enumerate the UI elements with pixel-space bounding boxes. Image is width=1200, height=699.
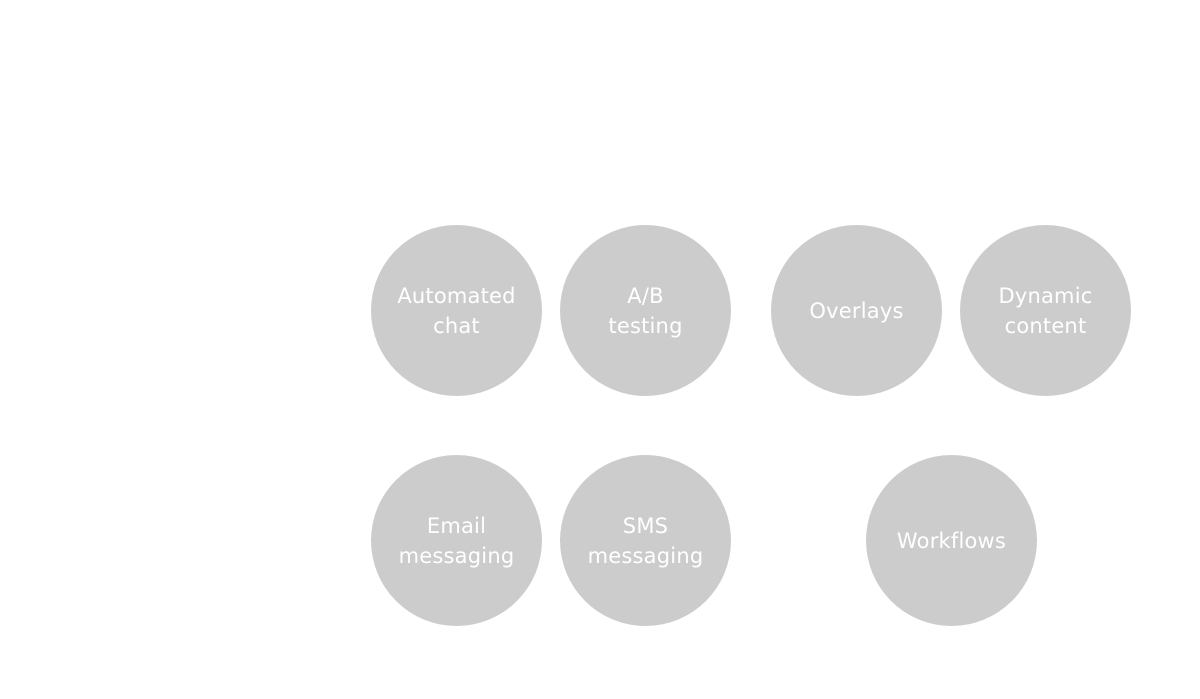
feature-label-overlays: Overlays — [809, 298, 904, 323]
feature-circle-sms-messaging[interactable]: SMS messaging — [560, 455, 731, 626]
feature-label-workflows: Workflows — [896, 528, 1007, 553]
feature-label-email-messaging: Email messaging — [398, 513, 515, 568]
feature-circle-overlays[interactable]: Overlays — [771, 225, 942, 396]
feature-circle-workflows[interactable]: Workflows — [866, 455, 1037, 626]
feature-circle-dynamic-content[interactable]: Dynamic content — [960, 225, 1131, 396]
feature-label-dynamic-content: Dynamic content — [998, 283, 1093, 338]
feature-label-automated-chat: Automated chat — [397, 283, 516, 338]
feature-circle-ab-testing[interactable]: A/B testing — [560, 225, 731, 396]
feature-label-ab-testing: A/B testing — [608, 283, 683, 338]
feature-label-sms-messaging: SMS messaging — [587, 513, 704, 568]
feature-circle-email-messaging[interactable]: Email messaging — [371, 455, 542, 626]
feature-circle-automated-chat[interactable]: Automated chat — [371, 225, 542, 396]
